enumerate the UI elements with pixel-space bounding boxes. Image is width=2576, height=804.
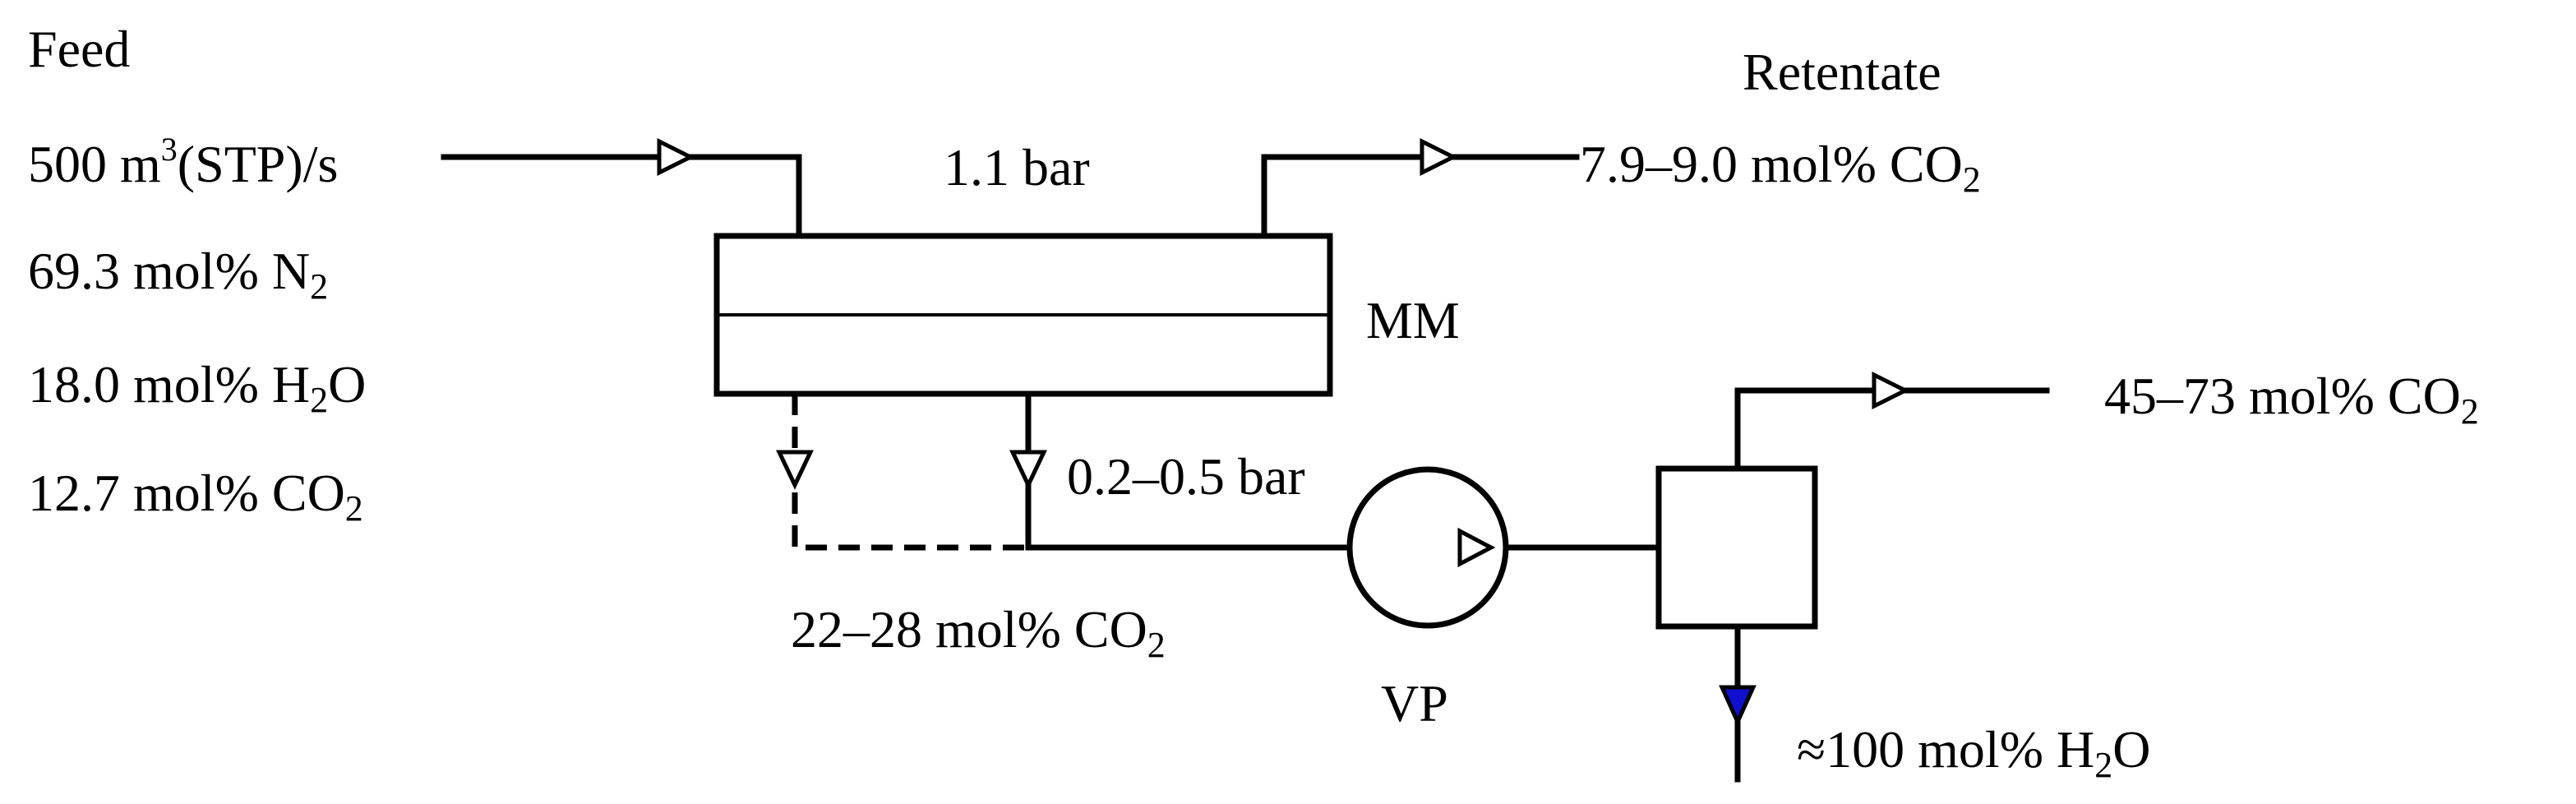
retentate-title: Retentate	[1743, 43, 1941, 101]
product-flow-arrow-icon	[1872, 371, 1910, 410]
product-pipe	[1734, 387, 2050, 470]
permeate-pipe	[1025, 390, 1353, 551]
dashed-permeate-flow-arrow-icon	[776, 450, 814, 490]
permeate-flow-arrow-icon	[1009, 450, 1047, 490]
feed-pipe	[441, 154, 802, 239]
permeate-dashed-pipe	[792, 394, 1028, 551]
pump-flow-arrow-icon	[1457, 527, 1496, 568]
permeate-co2-fraction: 22–28 mol% CO2	[791, 600, 1166, 665]
feed-h2o-fraction: 18.0 mol% H2O	[28, 355, 367, 420]
module-label: MM	[1366, 291, 1460, 349]
feed-title: Feed	[28, 20, 131, 78]
feed-flow-rate: 500 m3(STP)/s	[28, 131, 339, 193]
product-co2-fraction: 45–73 mol% CO2	[2104, 367, 2479, 432]
flow-arrows	[657, 137, 1910, 568]
feed-n2-fraction: 69.3 mol% N2	[28, 242, 329, 307]
water-flow-arrow-icon	[1719, 685, 1757, 728]
pump-label: VP	[1381, 674, 1448, 732]
retentate-co2-fraction: 7.9–9.0 mol% CO2	[1580, 135, 1981, 200]
feed-flow-arrow-icon	[657, 137, 695, 177]
feed-co2-fraction: 12.7 mol% CO2	[28, 464, 363, 529]
permeate-pressure: 0.2–0.5 bar	[1067, 447, 1305, 506]
module-pressure: 1.1 bar	[944, 138, 1090, 196]
vacuum-pump	[1346, 466, 1509, 629]
separator-vessel	[1655, 465, 1818, 630]
retentate-flow-arrow-icon	[1420, 137, 1458, 177]
retentate-pipe	[1261, 154, 1580, 239]
water-outlet-fraction: ≈100 mol% H2O	[1797, 720, 2151, 785]
